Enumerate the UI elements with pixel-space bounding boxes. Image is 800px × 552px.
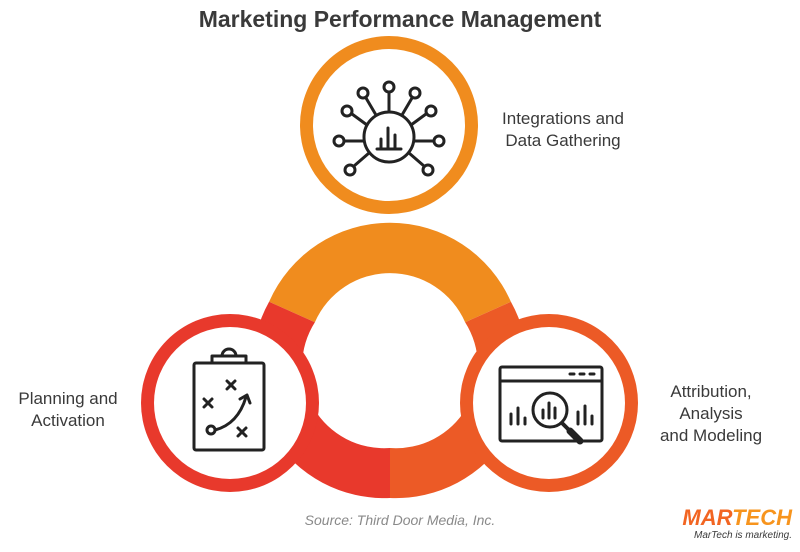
page-title: Marketing Performance Management — [198, 6, 602, 32]
label-integrations: Integrations and Data Gathering — [502, 109, 624, 150]
logo-tagline: MarTech is marketing. — [694, 530, 792, 541]
node-planning — [141, 314, 319, 492]
martech-logo: MARTECH MarTech is marketing. — [646, 506, 792, 542]
logo-wordmark: MARTECH — [682, 505, 792, 530]
node-integrations — [300, 36, 478, 214]
clipboard-play-icon — [192, 347, 266, 452]
label-attribution: Attribution, Analysis and Modeling — [659, 382, 763, 445]
browser-magnifier-icon — [498, 365, 604, 445]
ring-segment-top — [269, 222, 511, 323]
node-attribution — [460, 314, 638, 492]
network-chart-icon — [332, 80, 446, 177]
source-caption: Source: Third Door Media, Inc. — [304, 512, 496, 528]
label-planning: Planning and Activation — [18, 389, 118, 430]
